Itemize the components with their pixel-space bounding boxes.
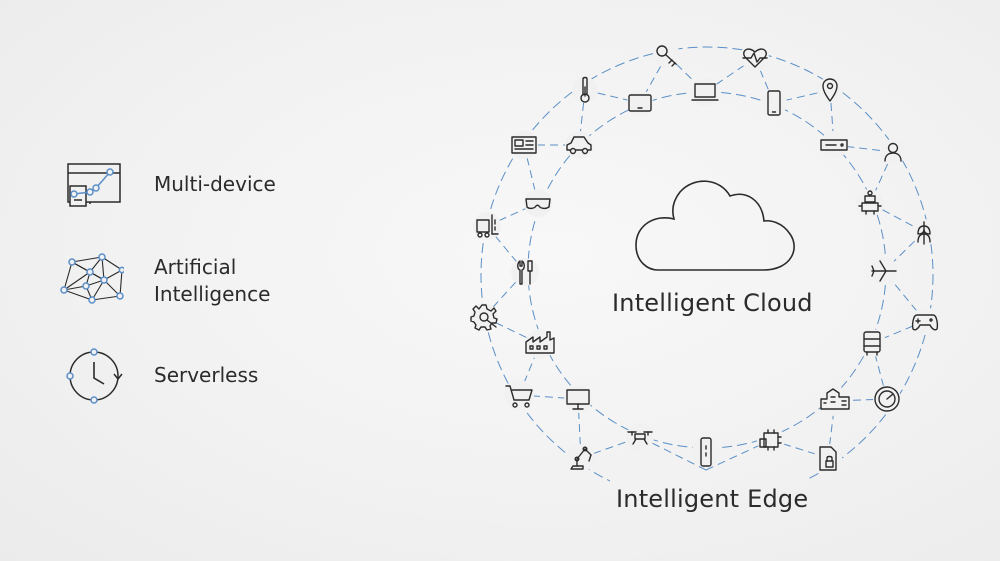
intelligent-cloud-label: Intelligent Cloud [612,289,813,317]
gauge-icon [873,385,901,413]
robot-arm-icon [567,444,595,472]
city-icon [820,386,850,416]
game-controller-icon [911,307,939,335]
key-icon [654,42,680,68]
person-icon [880,139,906,165]
robot-icon [856,189,884,217]
news-icon [510,131,538,159]
gear-icon [470,303,498,331]
laptop-icon [691,78,719,106]
forklift-icon [473,212,501,240]
car-icon [565,131,593,159]
server-icon [820,131,848,159]
legend-item-serverless: Serverless [60,346,360,406]
legend-item-artificial-intelligence: Artificial Intelligence [60,252,360,312]
bus-icon [858,329,886,357]
legend-label-line-1: Artificial [154,255,237,279]
phone-icon [761,90,787,116]
chip-icon [757,426,785,454]
cloud-icon [635,180,795,271]
legend-label-serverless: Serverless [154,363,259,387]
factory-icon [525,329,555,359]
drone-icon [626,423,654,451]
legend-label-multi-device: Multi-device [154,172,276,196]
tablet-icon [627,90,653,116]
smart-lock-icon [814,444,842,472]
multi-device-icon [67,163,121,207]
tools-icon [511,258,539,286]
shopping-cart-icon [504,380,534,410]
intelligent-edge-label: Intelligent Edge [616,485,809,513]
legend-item-multi-device: Multi-device [60,160,360,220]
legend-label-line-2: Intelligence [154,282,271,306]
airplane-icon [870,257,898,285]
wheat-icon [911,219,937,245]
location-pin-icon [817,77,843,103]
heart-rate-icon [741,44,769,72]
monitor-icon [564,385,592,413]
neural-network-icon [60,253,124,304]
legend-label-artificial-intelligence: Artificial Intelligence [154,254,270,308]
clock-cycle-icon [66,348,123,404]
ring-connectors [483,54,926,471]
sensor-icon [692,437,720,467]
thermometer-icon [572,76,598,103]
outer-ring [480,46,934,504]
vr-headset-icon [524,189,552,217]
